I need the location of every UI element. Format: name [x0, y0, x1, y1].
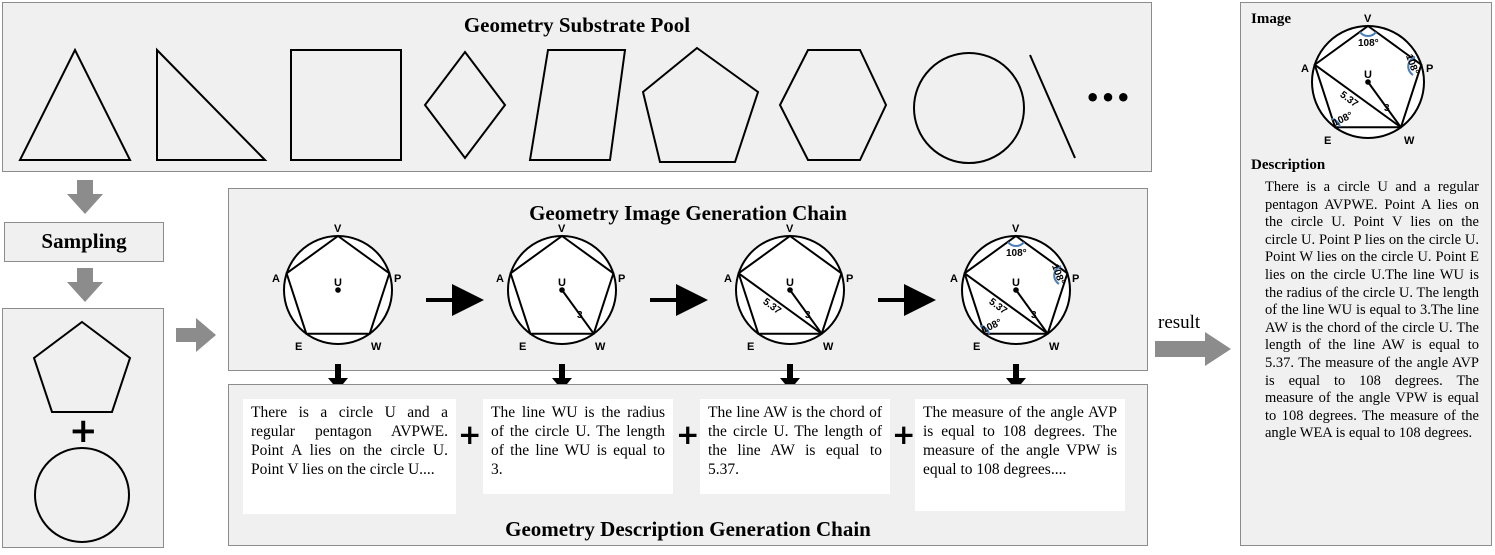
label-w: W	[823, 341, 834, 353]
result-label: result	[1158, 312, 1201, 333]
label-a: A	[496, 273, 504, 285]
label-v: V	[786, 223, 794, 235]
label-e: E	[295, 341, 302, 353]
triangle-shape	[18, 47, 132, 161]
chain-figure-4: 108° 108° 108° 3 5.37 V P W E A U	[950, 223, 1079, 353]
label-a: A	[1301, 63, 1309, 75]
description-step-2-text: The line WU is the radius of the circle …	[491, 404, 665, 478]
label-e: E	[973, 341, 980, 353]
ellipsis-dots: •••	[1085, 84, 1131, 112]
sampling-box: Sampling	[4, 222, 164, 262]
label-w: W	[371, 341, 382, 353]
result-arrow	[1155, 332, 1231, 366]
angle-label-v: 108°	[1006, 248, 1027, 259]
sampled-shapes: +	[32, 320, 132, 543]
result-description-heading: Description	[1251, 157, 1326, 173]
label-u: U	[558, 277, 566, 289]
image-chain-figures: V P W E A U 3 V P W E A U 3 5.37 V P W E…	[272, 223, 1079, 353]
label-w: W	[595, 341, 606, 353]
description-step-1: There is a circle U and a regular pentag…	[243, 399, 456, 514]
circle-shape	[913, 52, 1025, 164]
result-description-text: There is a circle U and a regular pentag…	[1265, 179, 1479, 442]
label-p: P	[618, 273, 625, 285]
sampling-plus: +	[69, 411, 98, 451]
substrate-pool-title: Geometry Substrate Pool	[463, 13, 691, 37]
plus-3: +	[892, 418, 916, 451]
parallelogram-shape	[528, 49, 627, 161]
label-e: E	[747, 341, 754, 353]
result-image-heading: Image	[1251, 11, 1291, 27]
label-w: W	[1404, 135, 1415, 147]
sampled-pentagon	[32, 320, 132, 413]
down-arrow-2	[67, 268, 103, 302]
label-u: U	[334, 277, 342, 289]
label-a: A	[272, 273, 280, 285]
radius-label-3: 3	[805, 310, 811, 321]
hexagon-shape	[778, 49, 888, 161]
label-e: E	[519, 341, 526, 353]
description-step-3-text: The line AW is the chord of the circle U…	[708, 404, 882, 478]
label-a: A	[724, 273, 732, 285]
label-u: U	[786, 277, 794, 289]
description-step-4: The measure of the angle AVP is equal to…	[915, 399, 1125, 511]
label-p: P	[394, 273, 401, 285]
sampled-shapes-panel	[2, 308, 164, 548]
result-radius: 3	[1384, 103, 1390, 114]
radius-label-2: 3	[577, 310, 583, 321]
down-arrow-1	[67, 180, 103, 214]
radius-label-4: 3	[1031, 310, 1037, 321]
plus-2: +	[676, 418, 700, 451]
label-p: P	[1072, 273, 1079, 285]
description-chain-title: Geometry Description Generation Chain	[505, 517, 871, 541]
label-v: V	[558, 223, 566, 235]
result-figure: 108° 108° 108° 3 5.37 V P W E A U	[1301, 13, 1433, 147]
label-p: P	[1426, 63, 1433, 75]
substrate-shapes: •••	[18, 46, 1131, 164]
label-p: P	[846, 273, 853, 285]
result-angle-v: 108°	[1358, 38, 1379, 49]
pentagon-shape	[641, 46, 760, 163]
line-shape	[1029, 54, 1076, 159]
description-step-1-text: There is a circle U and a regular pentag…	[251, 404, 448, 478]
chain-figure-3: 3 5.37 V P W E A U	[724, 223, 853, 353]
label-u: U	[1012, 277, 1020, 289]
label-v: V	[1012, 223, 1020, 235]
description-step-4-text: The measure of the angle AVP is equal to…	[923, 404, 1117, 478]
sampled-circle	[34, 447, 130, 543]
description-step-2: The line WU is the radius of the circle …	[483, 399, 673, 494]
right-triangle-shape	[156, 47, 268, 161]
label-w: W	[1049, 341, 1060, 353]
label-u: U	[1364, 69, 1372, 81]
right-arrow-into-chain	[176, 318, 216, 352]
rhombus-shape	[423, 50, 507, 160]
square-shape	[290, 49, 402, 161]
label-a: A	[950, 273, 958, 285]
chain-figure-2: 3 V P W E A U	[496, 223, 625, 353]
chain-figure-1: V P W E A U	[272, 223, 401, 353]
image-chain-title: Geometry Image Generation Chain	[529, 201, 847, 225]
label-e: E	[1324, 135, 1331, 147]
description-step-3: The line AW is the chord of the circle U…	[700, 399, 890, 494]
sampling-label: Sampling	[41, 229, 127, 253]
label-v: V	[1364, 13, 1372, 25]
plus-1: +	[458, 418, 482, 451]
label-v: V	[334, 223, 342, 235]
